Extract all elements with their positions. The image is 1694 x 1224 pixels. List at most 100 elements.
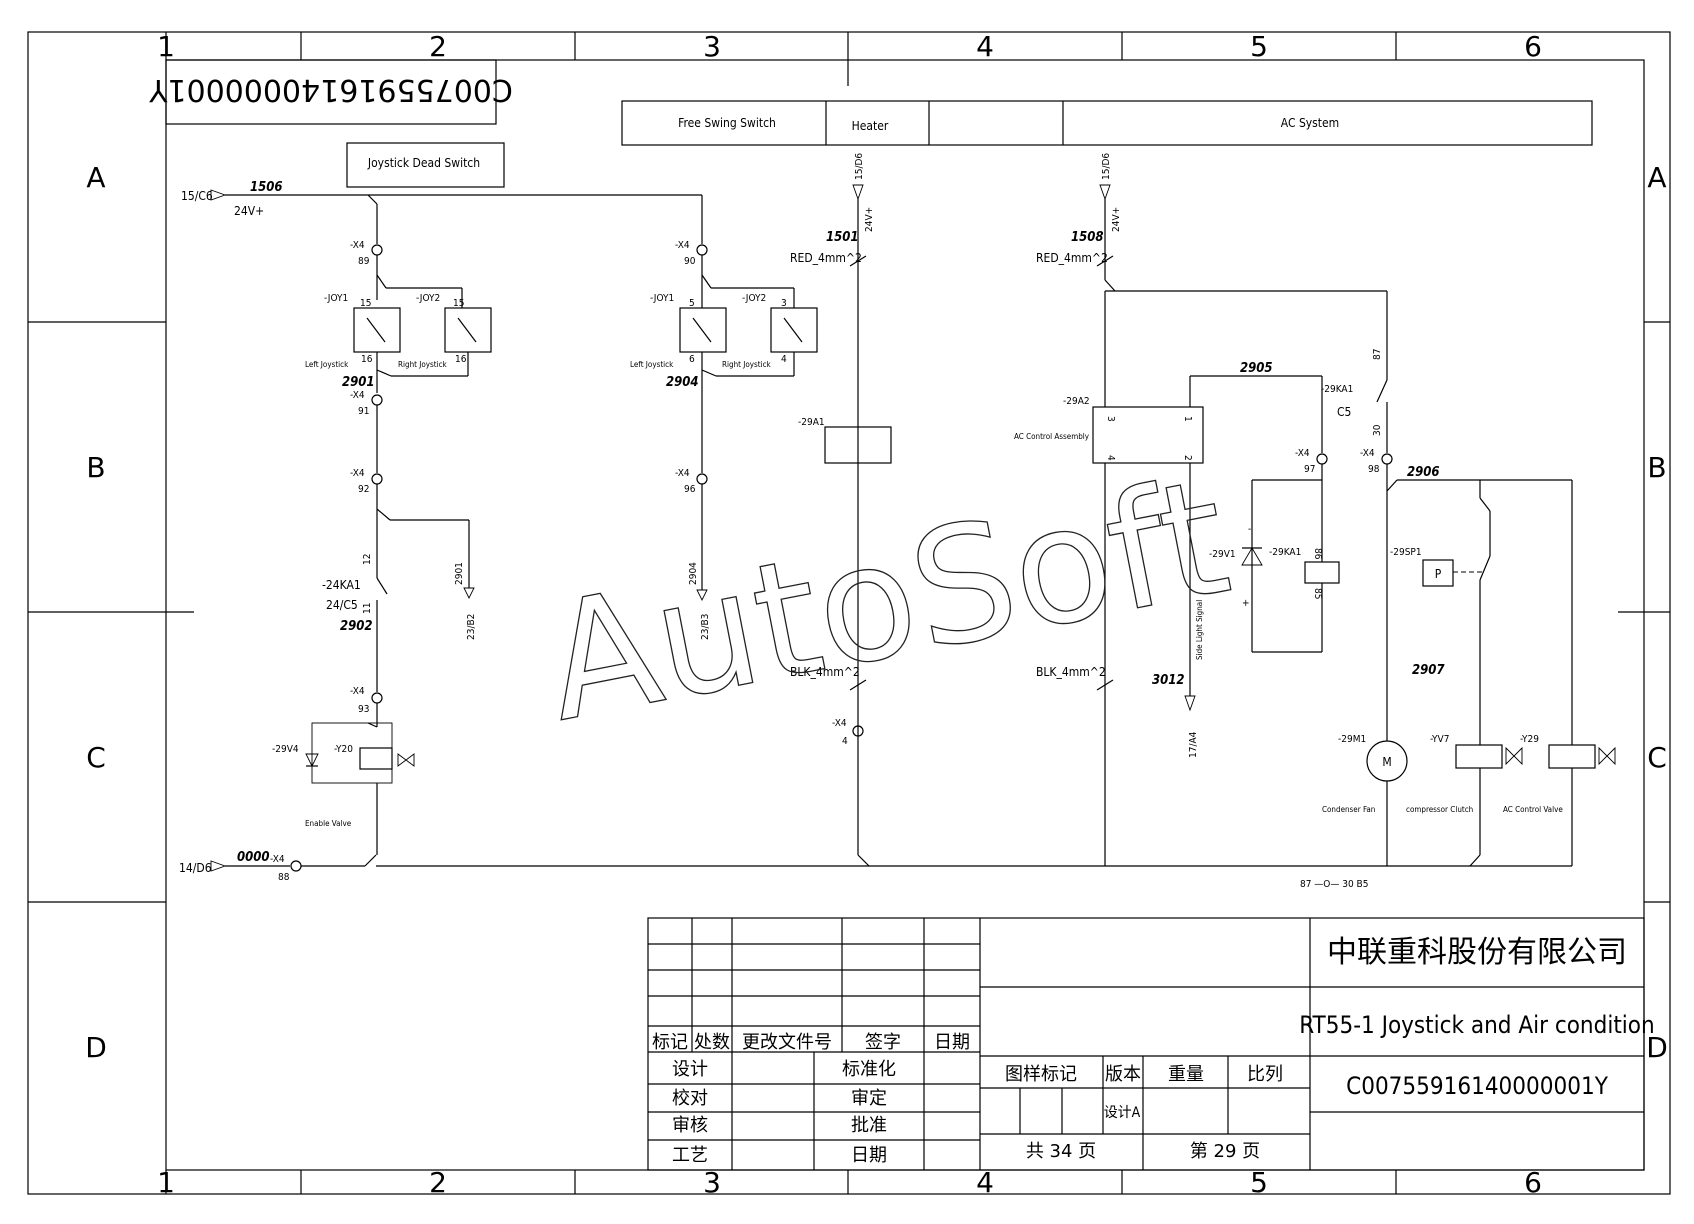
ka1-24-label: -24KA1 (322, 578, 361, 592)
pin-85: 85 (1312, 588, 1323, 599)
x4-93: -X4 (350, 686, 365, 697)
rev-header-date: 日期 (934, 1032, 970, 1053)
col-label-6-bottom: 6 (1524, 1166, 1542, 1199)
mark-header-version: 版本 (1105, 1064, 1141, 1085)
ac-a2-label: -29A2 (1063, 396, 1090, 407)
blk-4mm-ac: BLK_4mm^2 (1036, 665, 1106, 679)
red-4mm-ac: RED_4mm^2 (1036, 251, 1108, 265)
pin-15a: 15 (360, 298, 371, 309)
x4-90: -X4 (675, 240, 690, 251)
title-block: 标记 处数 更改文件号 签字 日期 设计 校对 审核 工艺 标准化 审定 批准 … (647, 917, 1655, 1171)
col-label-1-top: 1 (157, 30, 175, 63)
ac-pin-2: 2 (1182, 455, 1193, 461)
ac-system-branch: 15/D6 24V+ 1508 RED_4mm^2 -29A2 AC Contr… (1014, 153, 1616, 890)
ref-2901: 2901 (454, 562, 465, 585)
signal-15c6: 15/C6 (181, 189, 213, 203)
enable-valve-label: Enable Valve (305, 819, 352, 828)
ka1-29-label: -29KA1 (1321, 384, 1353, 395)
pin-91: 91 (358, 406, 369, 417)
x4-88: -X4 (270, 854, 285, 865)
pin-86: 86 (1312, 548, 1323, 560)
v1-label: -29V1 (1209, 549, 1236, 560)
left-joystick-label-mid: Left Joystick (630, 360, 674, 369)
wire-2902: 2902 (340, 619, 373, 634)
mark-header-scale: 比列 (1247, 1064, 1283, 1085)
version-value: 设计A (1104, 1105, 1141, 1121)
free-swing-switch-label: Free Swing Switch (678, 116, 776, 130)
supply-24v-ac: 24V+ (1111, 207, 1122, 232)
pin-16b: 16 (455, 354, 467, 365)
x4-91: -X4 (350, 390, 365, 401)
y20-label: -Y20 (334, 744, 353, 755)
row-label-d-left: D (85, 1031, 107, 1064)
wire-2901: 2901 (342, 375, 375, 390)
x4-4: -X4 (832, 718, 847, 729)
pin-89: 89 (358, 256, 370, 267)
sign-design: 设计 (672, 1059, 708, 1080)
heater-branch: 15/D6 24V+ 1501 RED_4mm^2 -29A1 BLK_4mm^… (790, 153, 892, 867)
supply-24v: 24V+ (234, 204, 264, 218)
pin-4: 4 (781, 354, 787, 365)
wire-3012: 3012 (1152, 673, 1185, 688)
x4-92: -X4 (350, 468, 365, 479)
ka1-coil-label: -29KA1 (1269, 547, 1301, 558)
diode-minus: - (1248, 524, 1251, 535)
wire-1508: 1508 (1071, 230, 1104, 245)
red-4mm-heater: RED_4mm^2 (790, 251, 862, 265)
wire-2906: 2906 (1407, 465, 1440, 480)
ac-system-label: AC System (1281, 116, 1339, 130)
watermark: AutoSoft (531, 442, 1243, 758)
sign-process: 工艺 (672, 1145, 708, 1166)
page-number: 第 29 页 (1190, 1141, 1260, 1162)
ref-23b3: 23/B3 (700, 614, 711, 640)
rev-header-sign: 签字 (865, 1032, 901, 1053)
rev-header-count: 处数 (694, 1032, 730, 1053)
sign-check: 校对 (672, 1088, 708, 1109)
col-label-4-bottom: 4 (976, 1166, 994, 1199)
pressure-symbol: P (1435, 567, 1442, 581)
x4-89: -X4 (350, 240, 365, 251)
ref-15d6-heater: 15/D6 (854, 153, 865, 180)
row-label-a-left: A (86, 161, 105, 194)
pin-88: 88 (278, 872, 290, 883)
pin-12: 12 (362, 554, 373, 565)
ka1-24-ref: 24/C5 (326, 598, 358, 612)
mirrored-drawing-number: C00755916140000001Y (148, 59, 513, 125)
right-joystick-label-mid: Right Joystick (722, 360, 772, 369)
grid-labels: 1 2 3 4 5 6 1 2 3 4 5 6 A B C D A B C D (85, 30, 1668, 1199)
ac-pin-3: 3 (1105, 416, 1116, 422)
row-label-c-right: C (1647, 741, 1667, 774)
ac-pin-1: 1 (1182, 416, 1193, 422)
pin-96: 96 (684, 484, 696, 495)
mark-header-weight: 重量 (1168, 1064, 1204, 1085)
header-boxes: Free Swing Switch Heater AC System Joyst… (346, 100, 1593, 188)
rev-header-mark: 标记 (652, 1032, 688, 1053)
joy2-label-mid: -JOY2 (742, 293, 766, 304)
compressor-clutch-label: compressor Clutch (1406, 805, 1473, 814)
mark-header-pattern: 图样标记 (1005, 1064, 1077, 1085)
col-label-3-bottom: 3 (703, 1166, 721, 1199)
col-label-5-top: 5 (1250, 30, 1268, 63)
ref-2904: 2904 (688, 562, 699, 585)
left-joystick-label: Left Joystick (305, 360, 349, 369)
ref-23b2: 23/B2 (466, 614, 477, 640)
supply-24v-heater: 24V+ (864, 207, 875, 232)
wire-1501: 1501 (826, 230, 859, 245)
pin-3: 3 (781, 298, 787, 309)
ref-17a4: 17/A4 (1188, 731, 1199, 758)
heater-label: Heater (852, 119, 889, 133)
pin-11: 11 (362, 603, 373, 614)
left-joystick-branch: -X4 89 -JOY1 -JOY2 15 16 15 16 Left Joys… (272, 194, 492, 855)
x4-97: -X4 (1295, 448, 1310, 459)
sign-date: 日期 (851, 1145, 887, 1166)
pin-93: 93 (358, 704, 369, 715)
mid-joystick-branch: -X4 90 -JOY1 -JOY2 5 6 3 4 Left Joystick… (630, 195, 818, 640)
ac-pin-4: 4 (1105, 455, 1116, 461)
col-label-2-top: 2 (429, 30, 447, 63)
row-label-d-right: D (1646, 1031, 1668, 1064)
contact-note: 87 —O— 30 B5 (1300, 879, 1368, 890)
ka1-c5: C5 (1337, 405, 1351, 419)
x4-98: -X4 (1360, 448, 1375, 459)
pin-90: 90 (684, 256, 696, 267)
